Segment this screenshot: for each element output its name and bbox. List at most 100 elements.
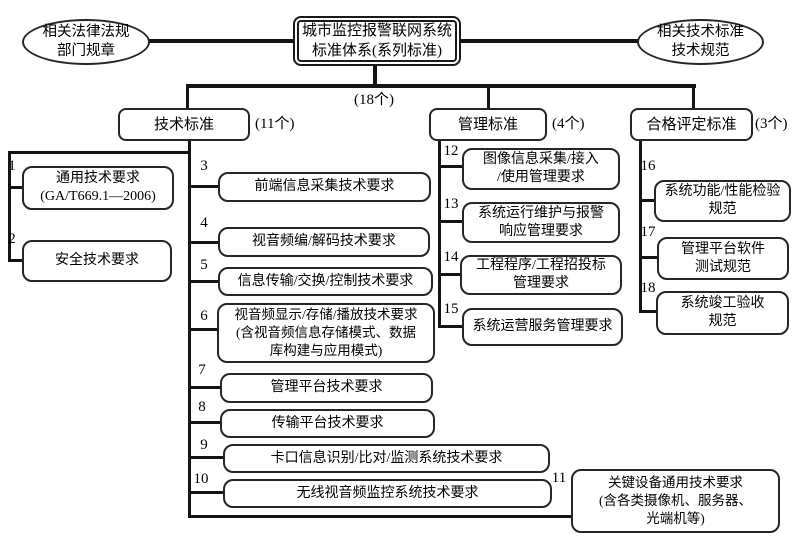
item-number-10: 10 — [193, 471, 209, 487]
item-number-3: 3 — [200, 158, 208, 174]
branch-box-conformity: 合格评定标准 — [630, 108, 753, 141]
stub-item-8 — [188, 421, 222, 424]
item-13-line2: 响应管理要求 — [499, 223, 583, 239]
item-box-15: 系统运营服务管理要求 — [462, 308, 623, 346]
stub-item-16 — [639, 199, 656, 202]
stub-item-9 — [188, 456, 225, 459]
item-17-line1: 管理平台软件 — [681, 241, 765, 257]
item-box-14: 工程程序/工程招投标 管理要求 — [460, 255, 622, 295]
root-title-line1: 城市监控报警联网系统 — [301, 23, 452, 39]
item-8-line1: 传输平台技术要求 — [271, 415, 384, 431]
root-title-line2: 标准体系(系列标准) — [312, 43, 442, 59]
item-number-17: 17 — [640, 224, 656, 240]
item-11-line2: (含各类摄像机、服务器、 — [599, 493, 752, 508]
connector-root-drop — [373, 65, 377, 85]
branch-box-management: 管理标准 — [429, 108, 547, 141]
branch-count-management: (4个) — [552, 116, 585, 132]
total-count-label: (18个) — [354, 92, 394, 108]
item-number-2: 2 — [8, 231, 16, 247]
item-box-11: 关键设备通用技术要求 (含各类摄像机、服务器、 光端机等) — [571, 469, 780, 533]
item-box-6: 视音频显示/存储/播放技术要求 (含视音频信息存储模式、数据 库构建与应用模式) — [217, 303, 435, 363]
related-standards-line1: 相关技术标准 — [657, 24, 744, 40]
item-16-line1: 系统功能/性能检验 — [664, 184, 781, 199]
item-box-12: 图像信息采集/接入 /使用管理要求 — [462, 148, 620, 190]
item-box-4: 视音频编/解码技术要求 — [218, 227, 430, 257]
branch-box-technical: 技术标准 — [118, 108, 250, 141]
item-12-line1: 图像信息采集/接入 — [483, 152, 599, 167]
branch-count-conformity: (3个) — [755, 116, 788, 132]
branch-bottom-item-11 — [188, 515, 573, 518]
laws-regulations-line2: 部门规章 — [57, 43, 115, 59]
item-number-15: 15 — [443, 301, 459, 317]
item-number-16: 16 — [640, 158, 656, 174]
item-box-5: 信息传输/交换/控制技术要求 — [218, 267, 433, 296]
item-number-14: 14 — [443, 249, 459, 265]
connector-main-bar — [186, 84, 696, 88]
item-box-18: 系统竣工验收 规范 — [656, 291, 789, 335]
item-2-line1: 安全技术要求 — [55, 253, 139, 268]
item-11-line3: 光端机等) — [646, 511, 705, 526]
item-box-9: 卡口信息识别/比对/监测系统技术要求 — [223, 444, 550, 473]
item-6-line2: (含视音频信息存储模式、数据 — [236, 325, 416, 340]
item-12-line2: /使用管理要求 — [497, 170, 585, 185]
item-18-line2: 规范 — [708, 314, 737, 329]
laws-regulations-line1: 相关法律法规 — [42, 24, 130, 40]
item-16-line2: 规范 — [708, 202, 737, 217]
branch-label-technical: 技术标准 — [153, 116, 214, 133]
item-box-3: 前端信息采集技术要求 — [218, 172, 431, 202]
connector-left-ellipse — [148, 39, 296, 43]
stub-item-10 — [188, 491, 225, 494]
item-box-1: 通用技术要求 (GA/T669.1—2006) — [22, 166, 174, 210]
item-number-12: 12 — [443, 143, 459, 159]
stub-item-14 — [438, 273, 462, 276]
item-15-line1: 系统运营服务管理要求 — [472, 319, 613, 334]
stub-item-2 — [8, 259, 24, 262]
item-box-2: 安全技术要求 — [22, 240, 172, 282]
connector-drop-technical — [186, 84, 189, 110]
stub-item-3 — [188, 185, 220, 188]
item-number-13: 13 — [443, 196, 459, 212]
item-7-line1: 管理平台技术要求 — [270, 380, 383, 395]
item-9-line1: 卡口信息识别/比对/监测系统技术要求 — [270, 450, 503, 466]
stub-item-5 — [188, 280, 220, 283]
item-box-13: 系统运行维护与报警 响应管理要求 — [462, 202, 620, 243]
item-number-18: 18 — [640, 280, 656, 296]
item-10-line1: 无线视音频监控系统技术要求 — [296, 485, 479, 501]
item-number-7: 7 — [198, 362, 206, 378]
trunk-left-sub — [8, 151, 11, 262]
item-18-line1: 系统竣工验收 — [680, 296, 765, 311]
item-box-10: 无线视音频监控系统技术要求 — [223, 479, 552, 508]
trunk-conformity — [639, 140, 642, 313]
stub-item-13 — [438, 220, 464, 223]
stub-item-7 — [188, 386, 222, 389]
item-number-9: 9 — [200, 437, 208, 453]
item-11-line1: 关键设备通用技术要求 — [608, 475, 743, 490]
item-number-11: 11 — [551, 470, 567, 486]
item-number-1: 1 — [8, 158, 16, 174]
laws-regulations-ellipse: 相关法律法规 部门规章 — [22, 19, 150, 65]
item-1-line2: (GA/T669.1—2006) — [40, 189, 156, 204]
connector-drop-management — [487, 84, 490, 110]
item-6-line3: 库构建与应用模式) — [269, 343, 383, 358]
item-5-line1: 信息传输/交换/控制技术要求 — [237, 273, 414, 289]
connector-right-ellipse — [460, 39, 639, 43]
related-standards-line2: 技术规范 — [671, 43, 730, 59]
connector-drop-conformity — [692, 84, 695, 110]
item-14-line2: 管理要求 — [513, 276, 569, 291]
item-number-4: 4 — [200, 215, 208, 231]
item-1-line1: 通用技术要求 — [56, 171, 140, 186]
item-box-17: 管理平台软件 测试规范 — [657, 237, 789, 280]
branch-count-technical: (11个) — [255, 116, 295, 132]
item-17-line2: 测试规范 — [695, 259, 751, 275]
item-4-line1: 视音频编/解码技术要求 — [252, 234, 396, 249]
trunk-management — [438, 140, 441, 328]
stub-item-17 — [639, 256, 658, 259]
branch-label-conformity: 合格评定标准 — [646, 116, 737, 133]
item-number-8: 8 — [198, 399, 206, 415]
item-13-line1: 系统运行维护与报警 — [478, 205, 604, 221]
stub-item-1 — [8, 186, 24, 189]
item-6-line1: 视音频显示/存储/播放技术要求 — [234, 307, 418, 322]
item-3-line1: 前端信息采集技术要求 — [254, 179, 395, 194]
branch-left-top — [8, 151, 190, 154]
